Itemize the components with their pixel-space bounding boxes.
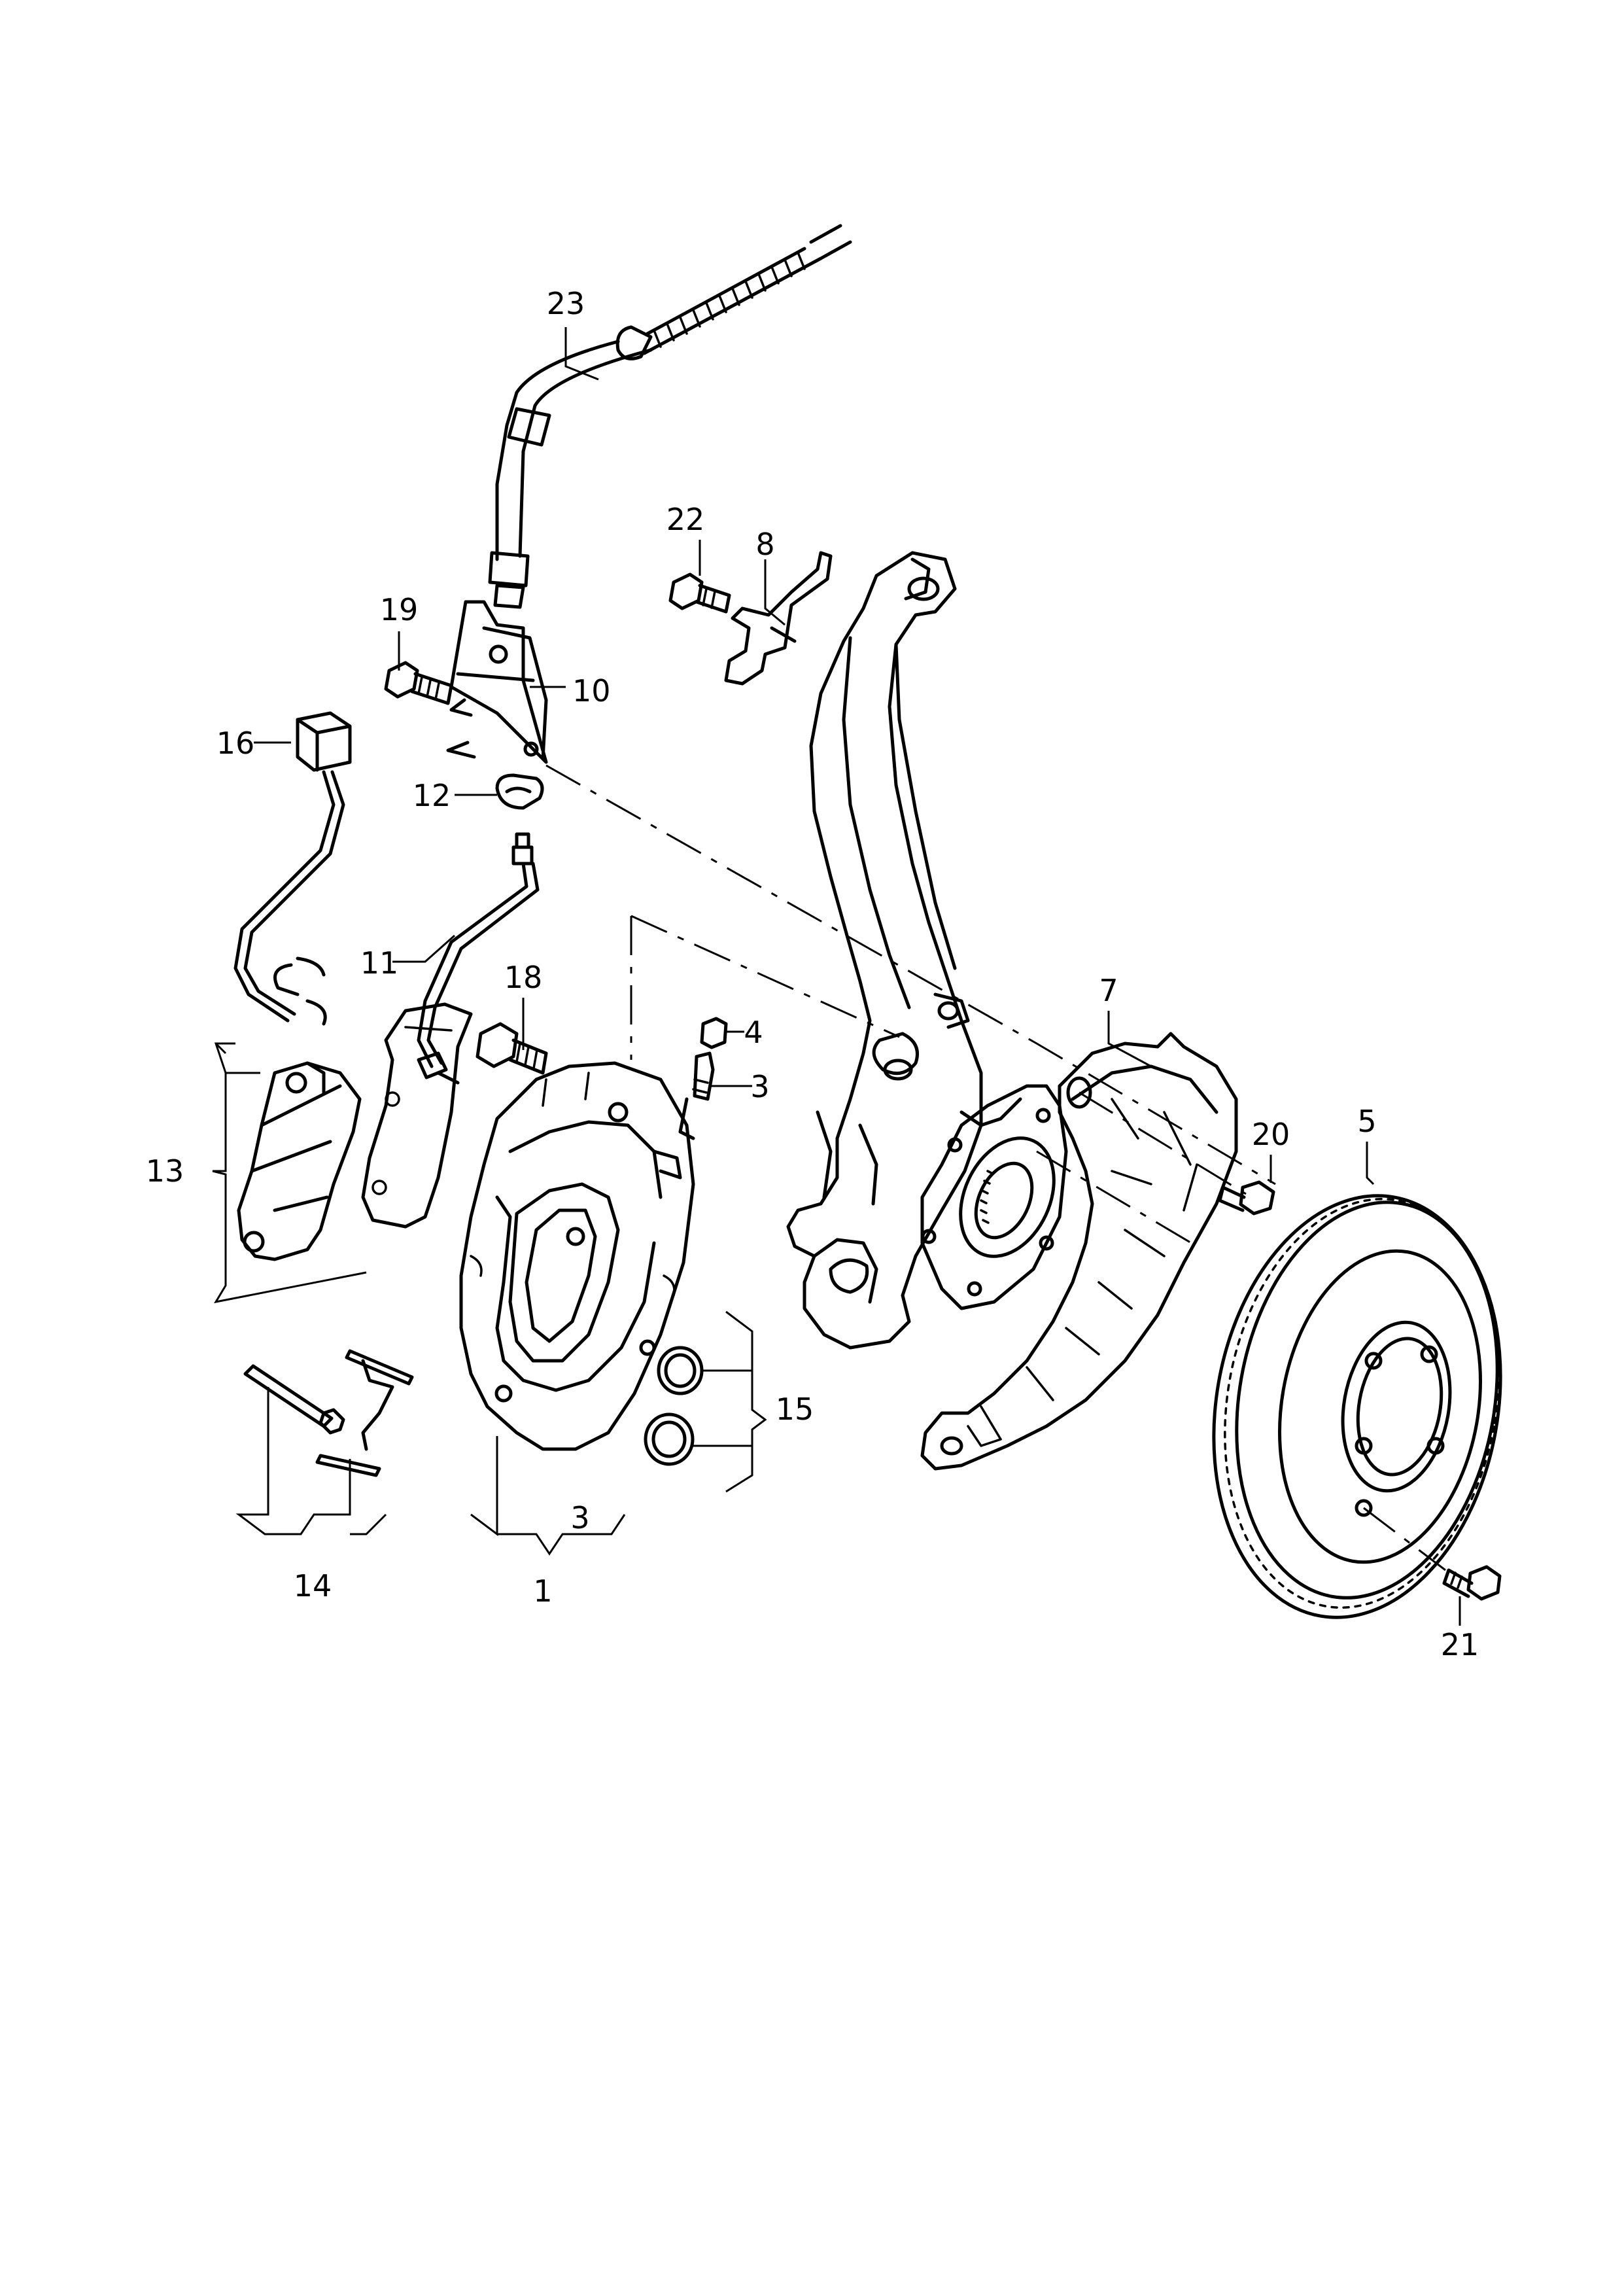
callout-3-bottom: 3 <box>570 1500 589 1535</box>
callout-16: 16 <box>216 726 255 761</box>
bolt-22 <box>668 572 731 614</box>
bolt-19 <box>384 661 453 705</box>
anti-squeal-shim <box>361 1002 473 1229</box>
callout-3-top: 3 <box>750 1069 769 1104</box>
callout-20: 20 <box>1252 1117 1290 1152</box>
callout-5: 5 <box>1357 1104 1376 1139</box>
callout-12: 12 <box>413 778 451 813</box>
brake-pads-13 <box>237 1061 362 1261</box>
callout-14: 14 <box>294 1568 332 1603</box>
bleeder-cap-4 <box>700 1017 728 1049</box>
callout-10: 10 <box>572 673 611 709</box>
wheel-hub <box>920 1084 1068 1310</box>
brake-line-11 <box>417 832 540 1085</box>
callout-13: 13 <box>146 1153 184 1189</box>
bracket-8 <box>724 551 833 686</box>
callout-22: 22 <box>666 502 705 537</box>
callout-23: 23 <box>547 286 585 321</box>
callout-7: 7 <box>1099 973 1118 1008</box>
brake-caliper-1 <box>459 1061 695 1451</box>
steering-knuckle <box>786 551 983 1350</box>
leader-lines <box>212 327 1461 1626</box>
spring-clip-14 <box>315 1349 414 1477</box>
callout-8: 8 <box>755 527 774 562</box>
callout-labels: 23 22 8 19 10 16 12 11 18 4 3 7 20 5 13 … <box>146 286 1479 1662</box>
seals-15 <box>644 1346 704 1466</box>
wear-sensor-16 <box>233 711 352 1026</box>
callout-1: 1 <box>533 1573 552 1609</box>
callout-11: 11 <box>360 945 399 981</box>
callout-21: 21 <box>1441 1627 1479 1662</box>
clip-12 <box>495 773 544 810</box>
brake-hose-23 <box>488 224 852 609</box>
callout-19: 19 <box>380 592 419 627</box>
brake-disc-5 <box>1212 1194 1502 1619</box>
splash-shield-7 <box>920 1032 1238 1471</box>
callout-18: 18 <box>504 960 543 995</box>
bolt-18 <box>475 1022 548 1075</box>
alignment-lines <box>545 764 1446 1571</box>
bolt-20 <box>1218 1180 1275 1216</box>
bolt-21 <box>1442 1565 1502 1601</box>
callout-15: 15 <box>776 1392 814 1427</box>
bracket-10 <box>446 600 548 764</box>
pin-14 <box>243 1364 345 1435</box>
callout-4: 4 <box>744 1015 763 1050</box>
